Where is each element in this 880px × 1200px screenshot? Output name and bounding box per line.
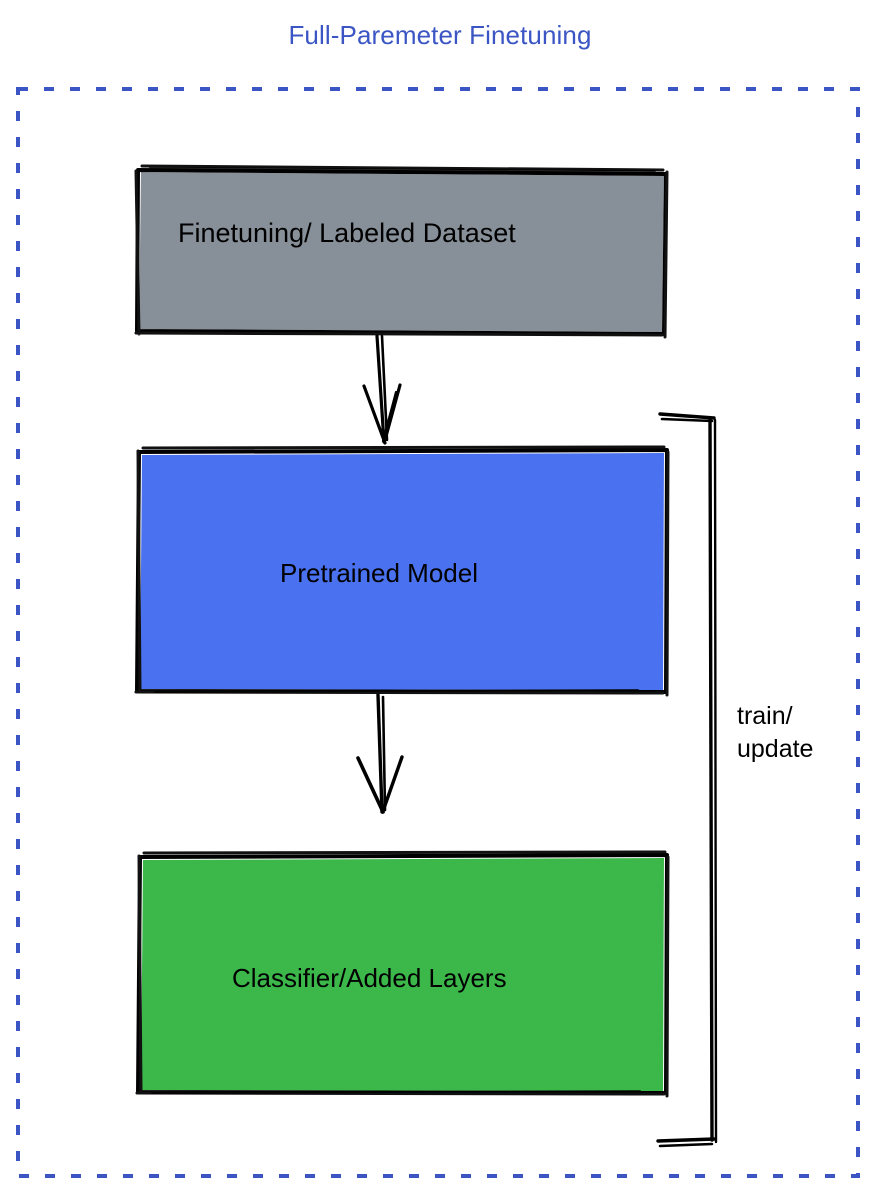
node-pretrained-model-stroke-c <box>154 689 639 693</box>
edge-model-to-classifier-shaft-b <box>381 695 387 812</box>
node-classifier-stroke-c <box>151 1090 641 1094</box>
edge-train-update-bracket <box>656 412 718 1148</box>
node-pretrained-model-fill <box>140 453 664 690</box>
bracket-top-segment-b <box>660 417 714 423</box>
edge-model-to-classifier-shaft-a <box>376 693 384 814</box>
edge-dataset-to-model-head-right <box>383 383 402 442</box>
node-dataset-stroke-b <box>134 164 669 339</box>
node-dataset-stroke-c <box>149 167 656 172</box>
edge-dataset-to-model <box>362 334 402 445</box>
bracket-bottom-segment-a <box>656 1137 716 1143</box>
page-title: Full-Paremeter Finetuning <box>288 20 592 50</box>
edge-dataset-to-model-head-left <box>362 384 387 445</box>
finetuning-scope-frame <box>16 87 860 1178</box>
bracket-vertical-b <box>713 418 718 1144</box>
node-dataset-fill <box>139 172 664 332</box>
edge-dataset-to-model-head-right2 <box>381 390 398 443</box>
bracket-bottom-segment-b <box>658 1142 714 1148</box>
edge-dataset-to-model-shaft-a <box>375 334 386 444</box>
node-dataset[interactable] <box>134 164 669 339</box>
edge-model-to-classifier-head-left <box>356 756 385 814</box>
node-classifier[interactable] <box>135 850 670 1098</box>
bracket-top-segment-a <box>658 412 716 420</box>
edge-model-to-classifier-head-right <box>381 755 404 813</box>
edge-dataset-to-model-shaft-b <box>380 334 389 442</box>
edge-model-to-classifier <box>356 693 404 814</box>
node-pretrained-model[interactable] <box>134 445 670 697</box>
node-classifier-stroke-b <box>135 850 670 1098</box>
node-pretrained-model-stroke-b <box>134 445 670 697</box>
node-classifier-fill <box>141 858 664 1091</box>
bracket-vertical-a <box>708 416 714 1142</box>
